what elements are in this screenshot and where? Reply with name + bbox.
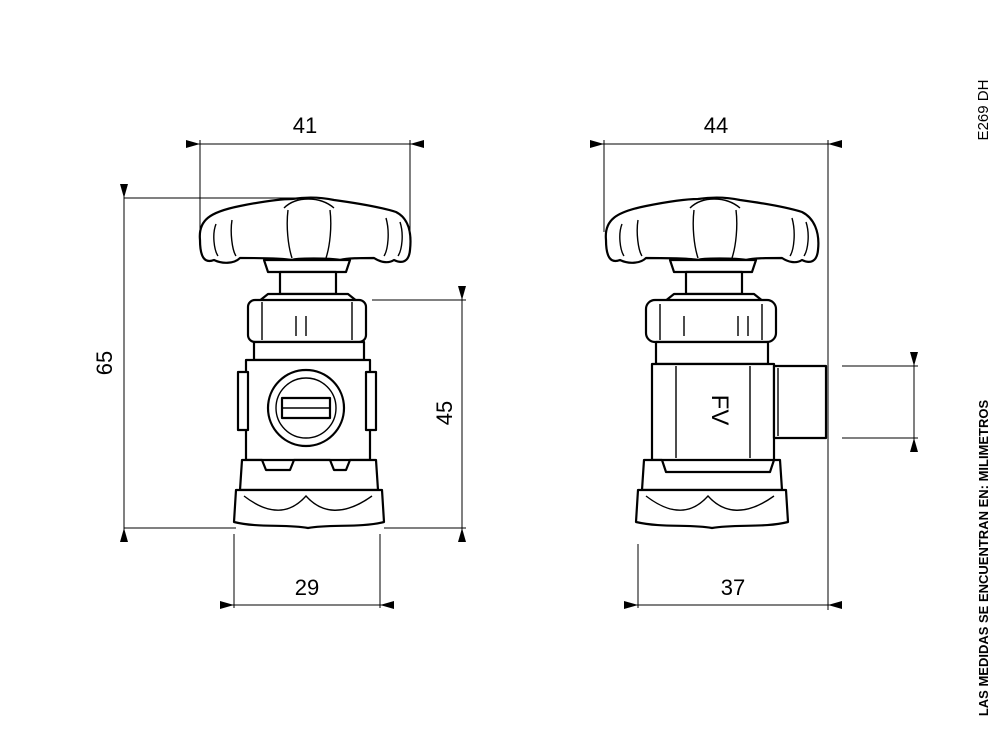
front-bonnet-nut xyxy=(246,298,368,344)
units-note: LAS MEDIDAS SE ENCUENTRAN EN: MILIMETROS xyxy=(976,400,991,717)
side-handle xyxy=(604,196,820,264)
dim-left-bottom-width: 29 xyxy=(295,575,319,600)
dim-left-height-total: 65 xyxy=(92,351,117,375)
dim-left-height-body: 45 xyxy=(432,401,457,425)
side-view-dimensions: 44 37 xyxy=(590,113,918,610)
dim-right-top-width: 44 xyxy=(704,113,728,138)
side-outlet-port xyxy=(772,364,828,440)
front-handle xyxy=(198,196,412,264)
front-view-dimensions: 41 65 45 29 xyxy=(92,113,466,609)
side-body xyxy=(650,362,776,462)
front-stem-collar xyxy=(262,258,352,274)
body-marking: FV xyxy=(706,395,733,426)
dim-right-bottom-width: 37 xyxy=(721,575,745,600)
side-view-valve: FV xyxy=(604,196,828,530)
side-bonnet-nut xyxy=(644,298,778,344)
front-view-valve xyxy=(198,196,412,530)
dim-left-top-width: 41 xyxy=(293,113,317,138)
model-code: E269 DH xyxy=(975,80,992,141)
side-inlet-nut xyxy=(640,458,784,492)
front-inlet-nut xyxy=(238,458,380,492)
